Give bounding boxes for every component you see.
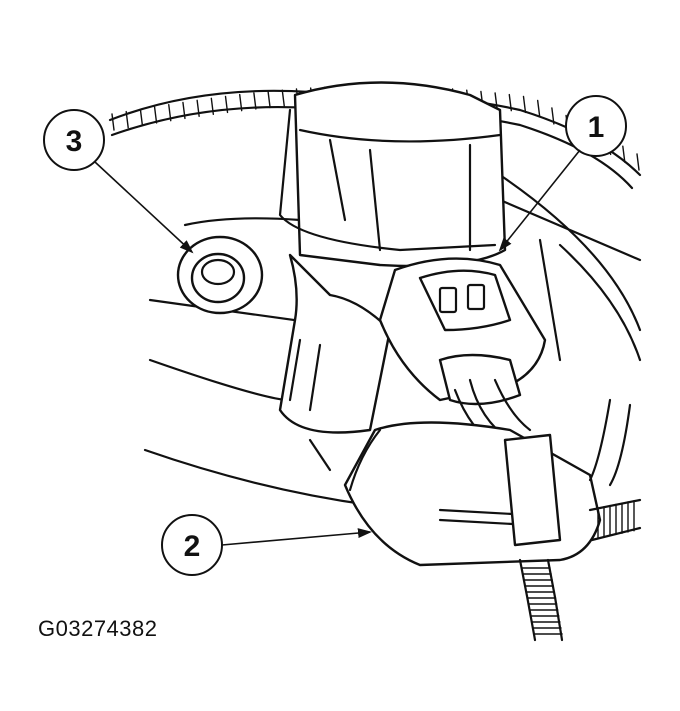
callout-2: 2 [161, 514, 372, 576]
hose-rib [210, 97, 215, 116]
connector [378, 257, 547, 406]
hose-rib [267, 90, 271, 109]
figure-id: G03274382 [38, 616, 158, 641]
callout-1-number: 1 [588, 111, 605, 144]
callout-2-number: 2 [184, 530, 201, 563]
hose-rib [125, 110, 129, 129]
hose-rib [224, 95, 229, 114]
callout-3: 3 [43, 109, 194, 254]
conduit [518, 398, 642, 642]
hose-rib [622, 145, 626, 163]
hose-rib [196, 99, 200, 118]
callout-3-number: 3 [66, 125, 83, 158]
hose-rib [551, 107, 555, 125]
hose-rib [139, 108, 144, 126]
hose-rib [536, 99, 541, 118]
hose-rib [153, 106, 158, 124]
hose-rib [182, 101, 186, 120]
bolt [176, 235, 264, 315]
mounting-surface [143, 173, 642, 507]
hose-rib [508, 93, 512, 112]
callout-2-leader [221, 528, 372, 546]
callout-1: 1 [498, 95, 627, 252]
harness-connector [343, 421, 602, 567]
callout-3-leader [94, 161, 194, 254]
hose-rib [239, 93, 243, 112]
hose-rib [494, 92, 498, 110]
hose-rib [168, 103, 172, 122]
hose-rib [636, 153, 640, 171]
hose-rib [253, 92, 257, 110]
hose-rib [111, 113, 115, 131]
hose-rib [522, 95, 527, 114]
hose-rib [281, 89, 285, 107]
callout-1-leader [498, 149, 581, 252]
